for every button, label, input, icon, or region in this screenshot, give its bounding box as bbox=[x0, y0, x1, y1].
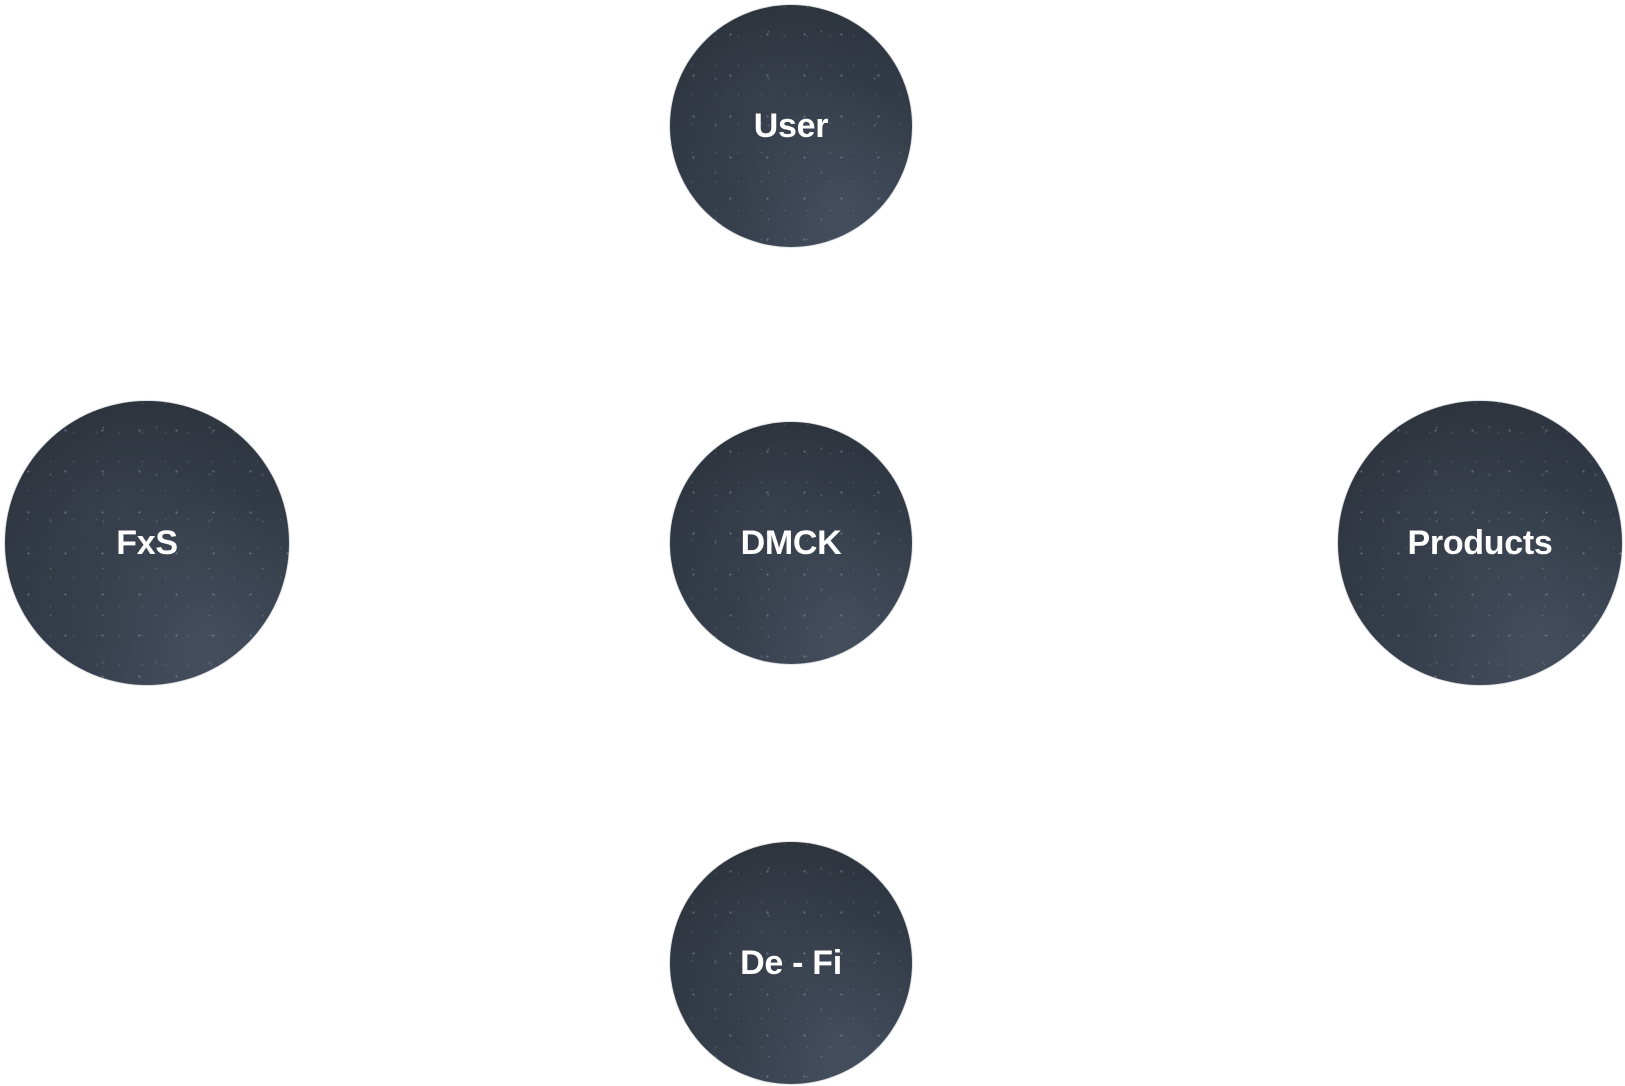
node-fxs-label: FxS bbox=[116, 523, 178, 562]
node-defi[interactable]: De - Fi bbox=[670, 842, 912, 1084]
node-dmck-label: DMCK bbox=[740, 523, 842, 562]
node-dmck[interactable]: DMCK bbox=[670, 422, 912, 664]
node-products[interactable]: Products bbox=[1338, 401, 1622, 685]
node-user[interactable]: User bbox=[670, 5, 912, 247]
node-fxs[interactable]: FxS bbox=[5, 401, 289, 685]
node-user-label: User bbox=[753, 106, 829, 145]
node-products-label: Products bbox=[1407, 523, 1553, 562]
node-defi-label: De - Fi bbox=[740, 943, 842, 982]
